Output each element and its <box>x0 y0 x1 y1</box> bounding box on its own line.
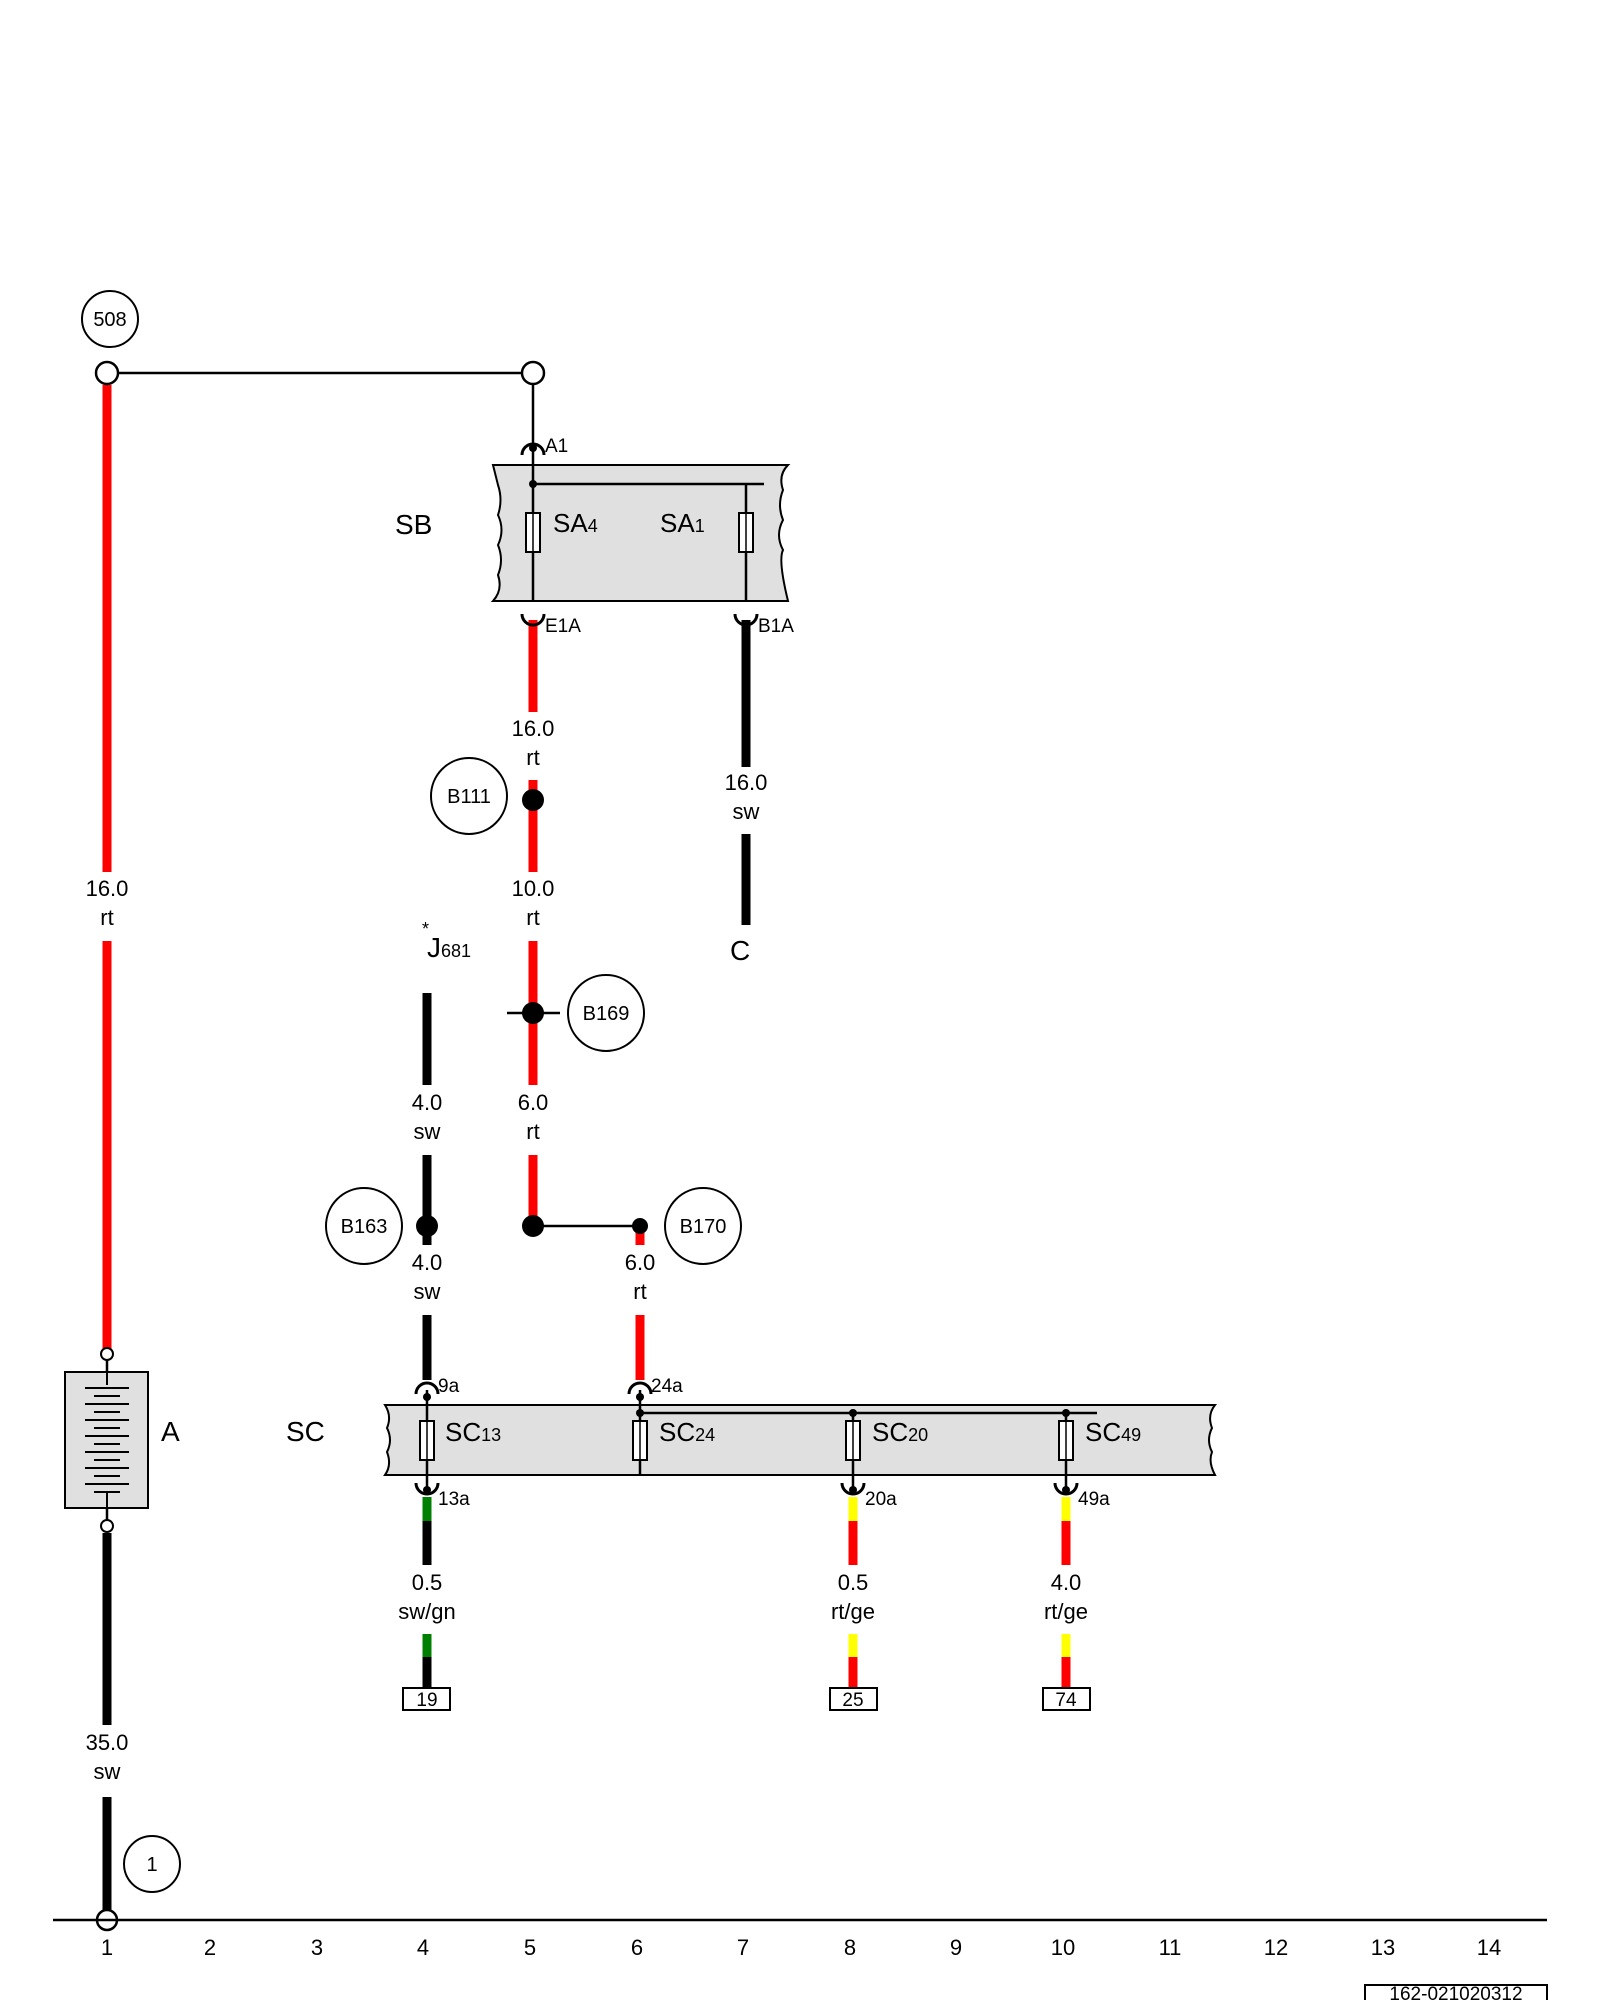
wire-w12-color: sw <box>94 1759 121 1784</box>
wire-w5-color: rt <box>526 1119 539 1144</box>
fuse-box-sb <box>490 464 791 602</box>
col-12: 12 <box>1264 1935 1288 1960</box>
destination-box-19 <box>402 1687 451 1711</box>
splice-b163-dot <box>416 1215 438 1237</box>
label-ground1-circle <box>123 1835 181 1893</box>
pin-24a: 24a <box>651 1376 683 1397</box>
pin-9a: 9a <box>438 1376 460 1397</box>
destination-25: 25 <box>842 1690 863 1711</box>
col-13: 13 <box>1371 1935 1395 1960</box>
col-11: 11 <box>1159 1935 1182 1960</box>
label-sc: SC <box>286 1416 325 1447</box>
wire-w10-color: rt/ge <box>831 1599 875 1624</box>
battery-minus-terminal <box>100 1519 114 1533</box>
col-1: 1 <box>101 1935 113 1960</box>
fuse-box-sc <box>383 1404 1218 1476</box>
col-14: 14 <box>1477 1935 1501 1960</box>
destination-19: 19 <box>416 1690 437 1711</box>
wire-w1-size: 16.0 <box>86 876 129 901</box>
pin-49a: 49a <box>1078 1489 1110 1510</box>
pin-b1a: B1A <box>758 616 794 637</box>
document-number-box <box>1364 1984 1548 2000</box>
wire-w7-color: sw <box>414 1279 441 1304</box>
splice-b170-dot <box>632 1218 648 1234</box>
wire-w5-size: 6.0 <box>518 1090 549 1115</box>
wire-w8-color: rt <box>633 1279 646 1304</box>
label-fuse-sa1: SA1 <box>660 508 705 538</box>
label-b163-circle <box>325 1187 403 1265</box>
col-4: 4 <box>417 1935 429 1960</box>
pin-a1: A1 <box>545 436 568 457</box>
destination-box-25 <box>829 1687 878 1711</box>
document-number: 162-021020312 <box>1389 1984 1522 2000</box>
label-fuse-sc24: SC24 <box>659 1417 715 1447</box>
wire-w3-size: 16.0 <box>725 770 768 795</box>
label-b170: B170 <box>680 1216 727 1238</box>
label-508: 508 <box>93 309 126 331</box>
wire-w1-color: rt <box>100 905 113 930</box>
wire-w8-size: 6.0 <box>625 1250 656 1275</box>
label-b169-circle <box>567 974 645 1052</box>
label-relay-j681: J681 <box>427 932 471 963</box>
wire-w3-color: sw <box>733 799 760 824</box>
wire-w11-color: rt/ge <box>1044 1599 1088 1624</box>
label-battery-a: A <box>161 1416 180 1447</box>
label-b170-circle <box>664 1187 742 1265</box>
label-b111: B111 <box>447 786 491 808</box>
label-fuse-sc20: SC20 <box>872 1417 928 1447</box>
wire-w9-size: 0.5 <box>412 1570 443 1595</box>
node-508-left <box>94 360 120 386</box>
battery-a <box>64 1371 149 1509</box>
col-3: 3 <box>311 1935 323 1960</box>
label-fuse-sa4: SA4 <box>553 508 598 538</box>
splice-b170-left-dot <box>522 1215 544 1237</box>
wire-w6-size: 4.0 <box>412 1090 443 1115</box>
col-7: 7 <box>737 1935 749 1960</box>
col-8: 8 <box>844 1935 856 1960</box>
wire-w4-size: 10.0 <box>512 876 555 901</box>
node-508-right <box>520 360 546 386</box>
wire-w9-color: sw/gn <box>398 1599 455 1624</box>
destination-74: 74 <box>1055 1690 1077 1711</box>
col-6: 6 <box>631 1935 643 1960</box>
splice-b169-dot <box>522 1002 544 1024</box>
col-10: 10 <box>1051 1935 1075 1960</box>
label-sb: SB <box>395 509 432 540</box>
wire-w6-color: sw <box>414 1119 441 1144</box>
label-connector-c: C <box>730 935 750 966</box>
wire-w2-color: rt <box>526 745 539 770</box>
col-9: 9 <box>950 1935 962 1960</box>
pin-13a: 13a <box>438 1489 470 1510</box>
destination-box-74 <box>1042 1687 1091 1711</box>
label-b111-circle <box>430 757 508 835</box>
label-b163: B163 <box>341 1216 388 1238</box>
pin-e1a: E1A <box>545 616 581 637</box>
col-2: 2 <box>204 1935 216 1960</box>
wire-w12-size: 35.0 <box>86 1730 129 1755</box>
label-fuse-sc49: SC49 <box>1085 1417 1141 1447</box>
label-fuse-sc13: SC13 <box>445 1417 501 1447</box>
col-5: 5 <box>524 1935 536 1960</box>
splice-b111-dot <box>522 789 544 811</box>
battery-cells-icon <box>85 1372 129 1508</box>
wire-w10-size: 0.5 <box>838 1570 869 1595</box>
wire-w4-color: rt <box>526 905 539 930</box>
wire-w7-size: 4.0 <box>412 1250 443 1275</box>
label-508-circle <box>81 290 139 348</box>
battery-plus-terminal <box>100 1347 114 1361</box>
wire-w2-size: 16.0 <box>512 716 555 741</box>
column-numbers: 1 2 3 4 5 6 7 8 9 10 11 12 13 14 <box>101 1935 1501 1960</box>
label-relay-mark: * <box>422 919 429 939</box>
label-b169: B169 <box>583 1003 630 1025</box>
pin-20a: 20a <box>865 1489 897 1510</box>
wire-w11-size: 4.0 <box>1051 1570 1082 1595</box>
label-ground1: 1 <box>146 1854 157 1876</box>
